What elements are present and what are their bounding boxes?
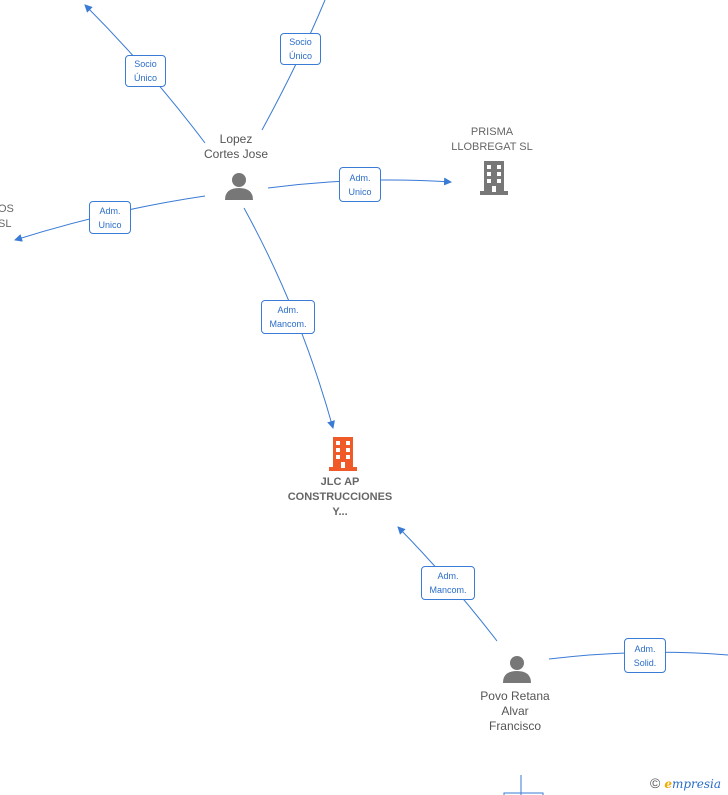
node-label-lopez[interactable]: Lopez Cortes Jose: [203, 132, 269, 161]
brand-initial: e: [664, 777, 672, 791]
edge-label-adm-solid[interactable]: Adm. Solid.: [624, 638, 666, 673]
edge-label-socio-left[interactable]: Socio Único: [125, 55, 166, 87]
edge-label-adm-mancom-povo[interactable]: Adm. Mancom.: [421, 566, 475, 600]
node-label-os-sl[interactable]: OS SL: [0, 203, 14, 230]
building-icon[interactable]: [327, 437, 359, 471]
edge-label-socio-top[interactable]: Socio Único: [280, 33, 321, 65]
copyright-symbol: ©: [650, 775, 661, 791]
building-icon[interactable]: [478, 161, 510, 195]
person-icon[interactable]: [224, 172, 254, 200]
node-label-prisma[interactable]: PRISMA LLOBREGAT SL: [451, 126, 533, 153]
edge-label-adm-mancom-lopez[interactable]: Adm. Mancom.: [261, 300, 315, 334]
edge-label-adm-unico-prisma[interactable]: Adm. Unico: [339, 167, 381, 202]
edge-socio-top: [261, 0, 326, 131]
node-label-povo[interactable]: Povo Retana Alvar Francisco: [480, 689, 550, 733]
edge-label-adm-unico-left[interactable]: Adm. Unico: [89, 201, 131, 234]
brand-name: mpresia: [671, 777, 722, 791]
node-label-jlc[interactable]: JLC AP CONSTRUCCIONES Y...: [287, 476, 393, 518]
brand-logo: ©empresia: [650, 775, 721, 791]
person-icon[interactable]: [502, 655, 532, 683]
edge-bottom-box: [503, 792, 544, 795]
